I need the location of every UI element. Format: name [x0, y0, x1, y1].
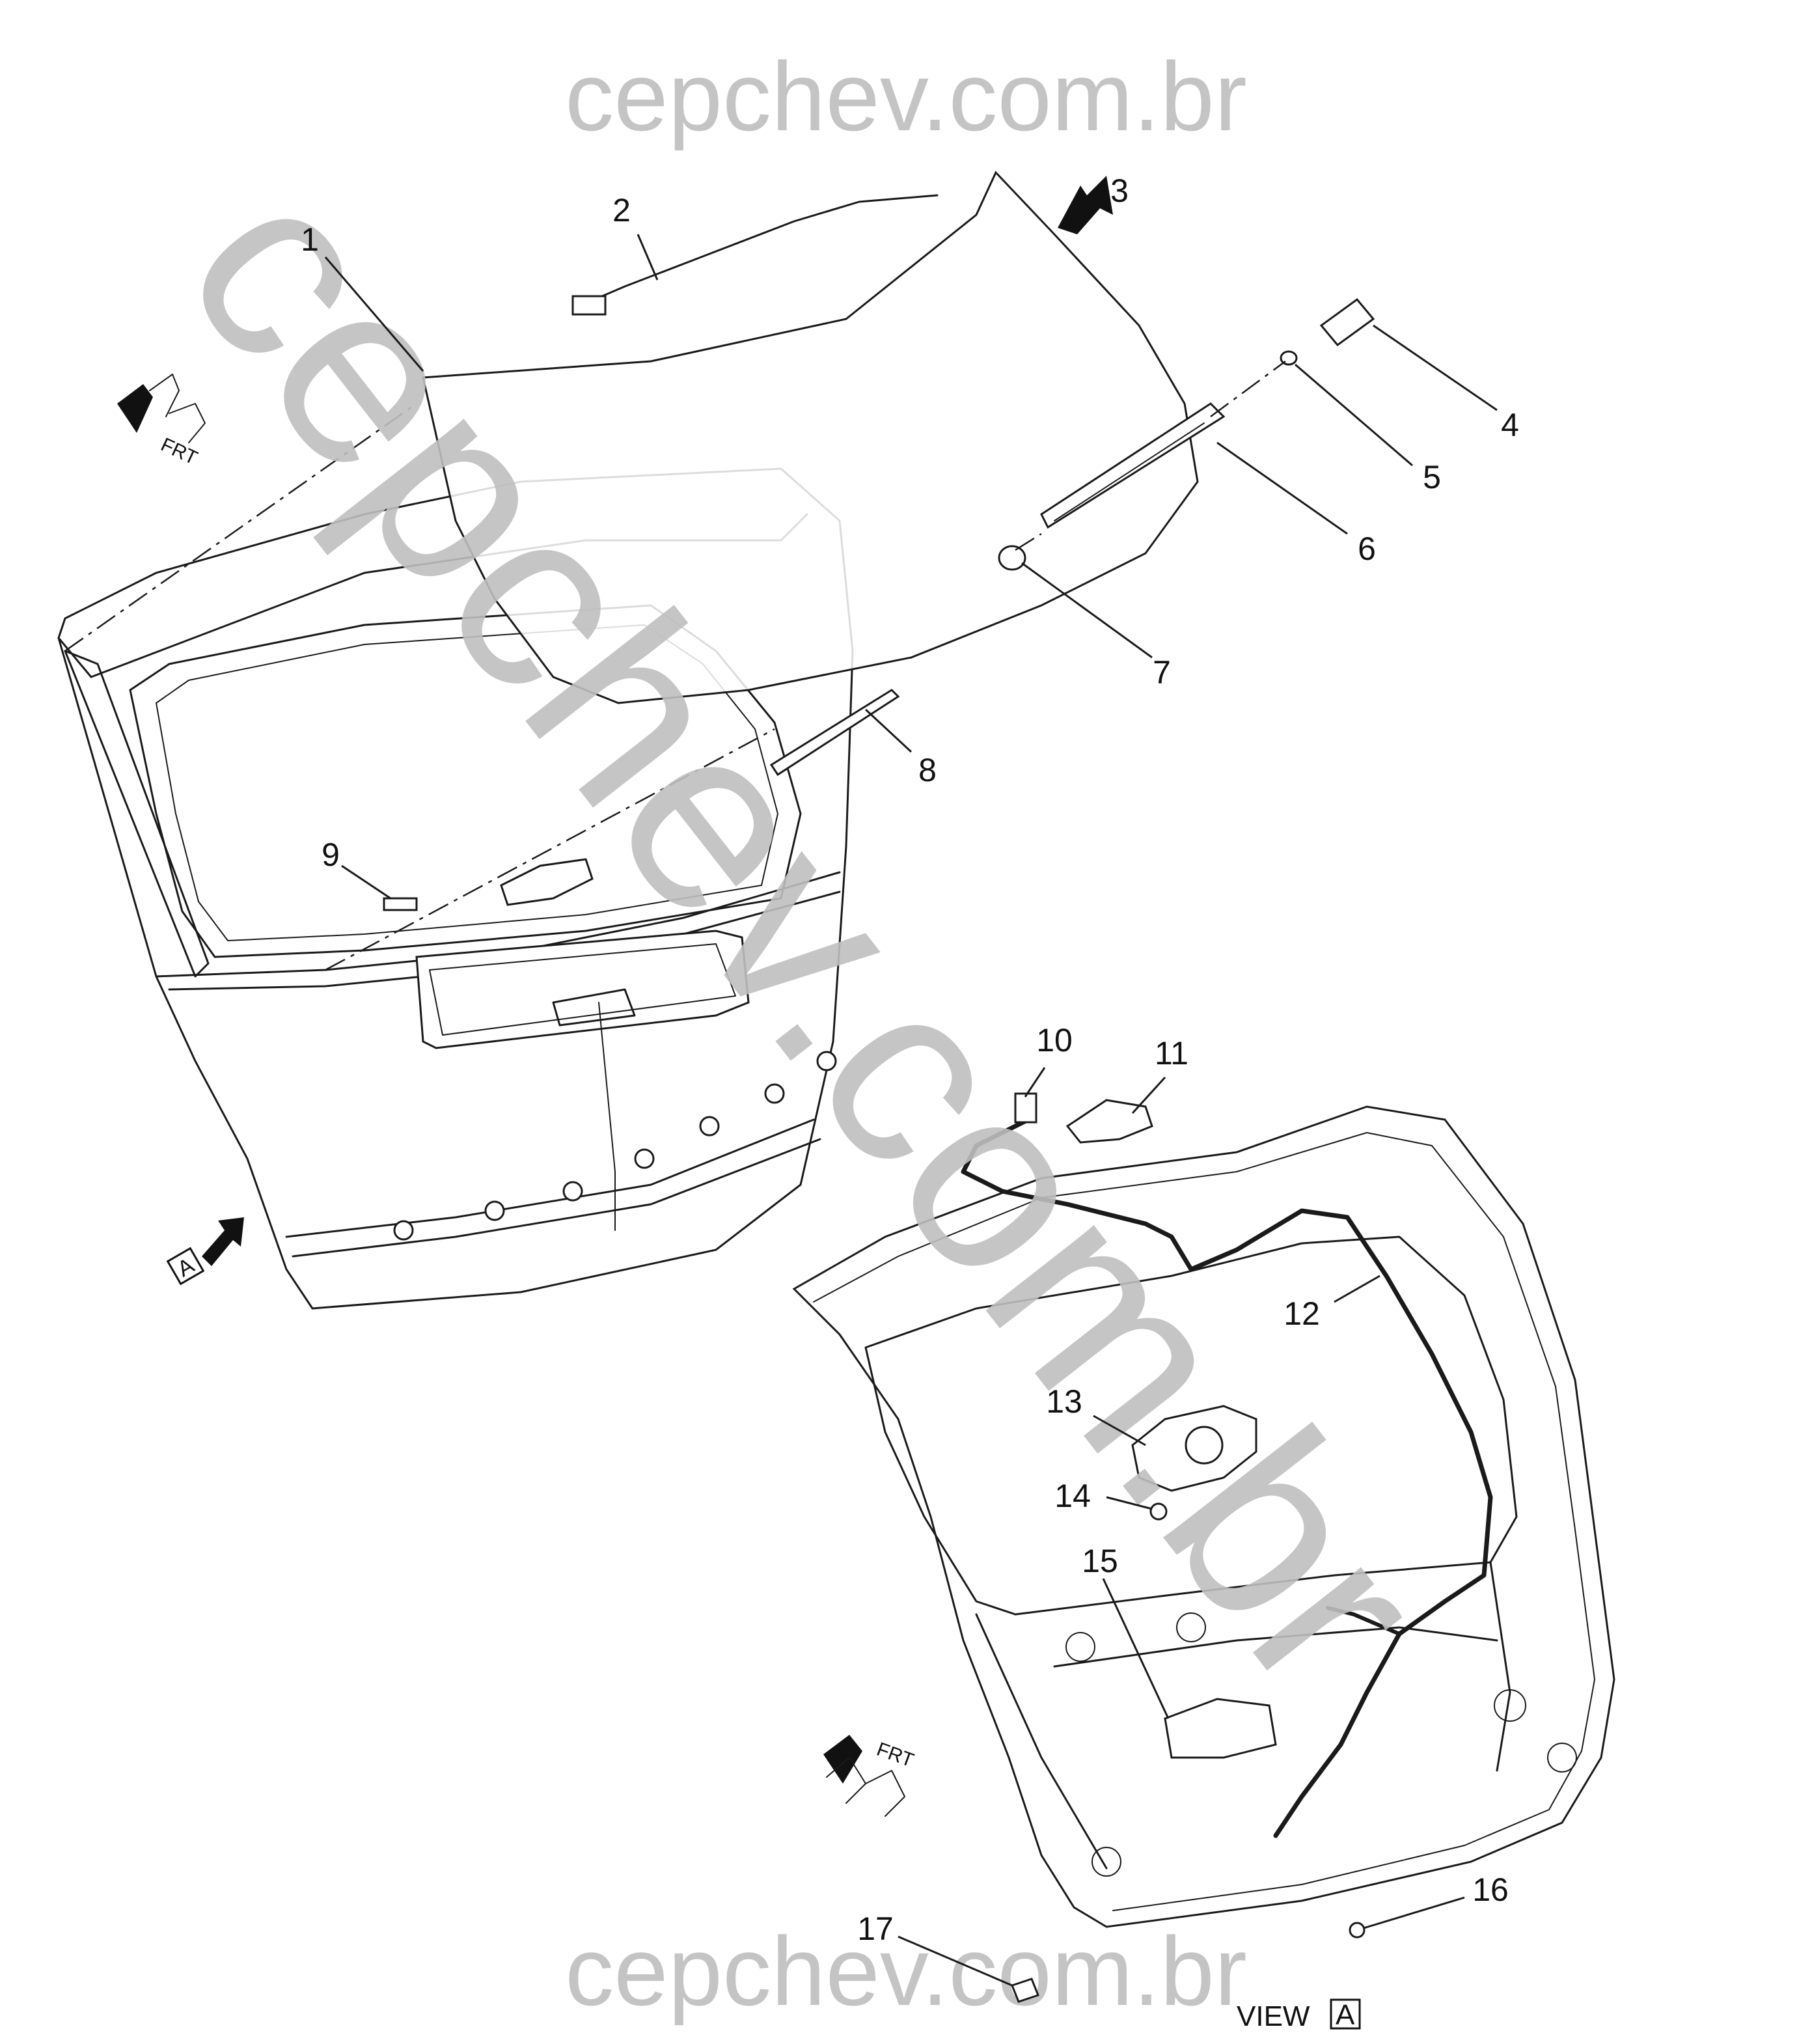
liftgate-interior-drawing — [792, 1092, 1615, 2003]
callout-numbers: 1 2 3 4 5 6 7 8 9 10 11 12 13 14 15 16 1… — [301, 173, 1519, 1947]
front-direction-marker-lower: FRT — [823, 1735, 917, 1817]
callout-17: 17 — [857, 1911, 894, 1947]
liftgate-bumper — [1011, 1978, 1039, 2003]
liftgate-exterior-drawing — [57, 171, 1375, 1310]
callout-11: 11 — [1155, 1035, 1188, 1071]
harness-grommet — [1065, 1099, 1153, 1144]
leader-lines — [324, 234, 1498, 1987]
harness-connector — [1014, 1092, 1037, 1124]
view-a-label: VIEW A — [1237, 1998, 1361, 2032]
latch-bolt — [1349, 1922, 1366, 1939]
molding-fasteners — [393, 1051, 837, 1241]
view-a-label-prefix: VIEW — [1237, 2000, 1310, 2032]
washer-hose — [578, 194, 939, 307]
watermark-top: cepchev.com.br — [565, 42, 1247, 151]
rear-window-glass — [422, 171, 1199, 704]
glass-spacer — [383, 897, 418, 911]
callout-9: 9 — [322, 836, 340, 873]
callout-12: 12 — [1284, 1295, 1320, 1332]
callout-4: 4 — [1501, 407, 1519, 443]
wiper-motor-bolt — [1149, 1502, 1168, 1521]
callout-5: 5 — [1423, 459, 1441, 495]
callout-10: 10 — [1036, 1022, 1073, 1058]
watermark-bottom: cepchev.com.br — [565, 1916, 1247, 2026]
view-direction-arrow-3 — [1058, 176, 1113, 234]
callout-13: 13 — [1046, 1383, 1082, 1420]
callout-7: 7 — [1153, 654, 1171, 691]
callout-14: 14 — [1054, 1478, 1091, 1514]
wiper-arm-cap — [1319, 297, 1375, 347]
callout-16: 16 — [1472, 1871, 1509, 1908]
view-a-arrow: A — [166, 1217, 244, 1286]
frt-label-lower: FRT — [874, 1739, 917, 1772]
wiper-grommet — [998, 545, 1026, 571]
wiper-arm — [1040, 402, 1226, 529]
callout-2: 2 — [612, 192, 631, 228]
liftgate-latch-module — [1164, 1698, 1277, 1759]
callout-3: 3 — [1110, 173, 1129, 209]
callout-1: 1 — [301, 221, 319, 258]
frt-label-upper: FRT — [158, 434, 200, 469]
callout-8: 8 — [918, 752, 937, 788]
callout-15: 15 — [1082, 1543, 1118, 1579]
view-a-label-letter: A — [1336, 1999, 1355, 2031]
liftgate-wiring-harness — [961, 1117, 1493, 1838]
callout-6: 6 — [1358, 531, 1376, 567]
front-direction-marker-upper: FRT — [117, 374, 206, 469]
